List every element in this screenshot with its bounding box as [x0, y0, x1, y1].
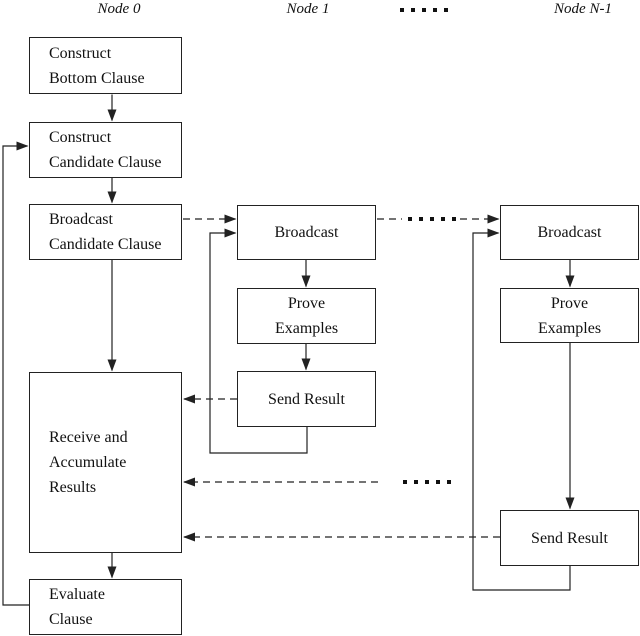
construct-candidate-clause-label: Construct Candidate Clause — [49, 129, 162, 171]
loop-node1-send-to-broadcast — [209, 228, 308, 454]
node1-prove-examples-box: Prove Examples — [237, 288, 376, 344]
nodeN1-broadcast-label: Broadcast — [537, 224, 602, 241]
loop-nodeN1-send-to-broadcast — [472, 228, 571, 591]
nodeN1-prove-examples-label: Prove Examples — [537, 294, 602, 337]
header-node1: Node 1 — [286, 1, 330, 17]
nodeN1-prove-examples-box: Prove Examples — [500, 288, 639, 343]
node1-broadcast-box: Broadcast — [237, 205, 376, 260]
node1-send-result-label: Send Result — [268, 390, 345, 408]
nodeN1-send-result-label: Send Result — [531, 529, 608, 547]
node1-broadcast-label: Broadcast — [274, 224, 339, 241]
header-ellipsis-icon — [400, 8, 448, 12]
receive-accumulate-results-box: Receive and Accumulate Results — [29, 372, 182, 553]
evaluate-clause-label: Evaluate Clause — [49, 586, 105, 628]
broadcast-candidate-clause-label: Broadcast Candidate Clause — [49, 211, 162, 253]
results-row-ellipsis-icon — [403, 480, 451, 484]
node1-prove-examples-label: Prove Examples — [274, 295, 339, 337]
construct-bottom-clause-label: Construct Bottom Clause — [49, 44, 145, 87]
loop-evaluate-to-construct-candidate — [2, 141, 29, 606]
broadcast-row-ellipsis-icon — [408, 217, 456, 221]
nodeN1-broadcast-box: Broadcast — [500, 205, 639, 260]
construct-bottom-clause-box: Construct Bottom Clause — [29, 37, 182, 94]
header-nodeN1: Node N-1 — [554, 1, 612, 17]
receive-accumulate-results-label: Receive and Accumulate Results — [49, 429, 128, 496]
nodeN1-send-result-box: Send Result — [500, 510, 639, 566]
construct-candidate-clause-box: Construct Candidate Clause — [29, 122, 182, 178]
broadcast-candidate-clause-box: Broadcast Candidate Clause — [29, 204, 182, 260]
evaluate-clause-box: Evaluate Clause — [29, 579, 182, 635]
header-node0: Node 0 — [97, 1, 141, 17]
node1-send-result-box: Send Result — [237, 371, 376, 427]
